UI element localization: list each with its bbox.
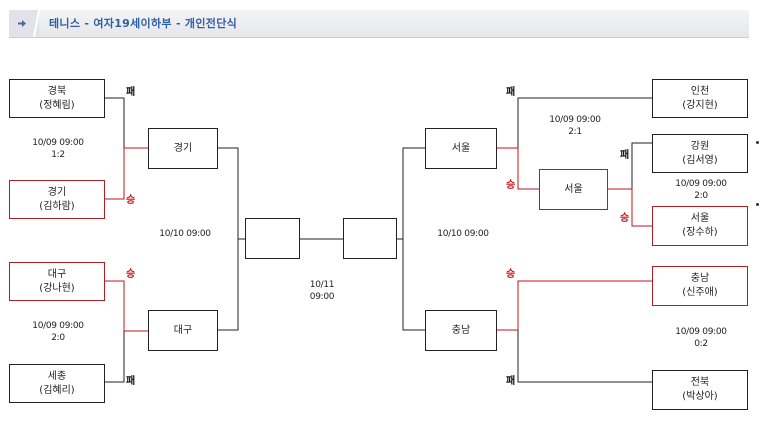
final-box-left[interactable] bbox=[245, 218, 300, 259]
player-box-incheon[interactable]: 인천 (강지현) bbox=[652, 79, 748, 118]
lose-mark: 패 bbox=[506, 376, 516, 387]
final-time: 09:00 bbox=[309, 292, 335, 302]
region-name: 서울 bbox=[564, 183, 583, 195]
bullet-dot bbox=[756, 203, 759, 206]
player-box-gyeonggi[interactable]: 경기 (김하람) bbox=[9, 180, 105, 219]
match-score: 1:2 bbox=[51, 150, 65, 160]
player-name: (강나현) bbox=[39, 282, 75, 294]
win-mark: 승 bbox=[126, 269, 136, 280]
win-mark: 승 bbox=[126, 195, 136, 206]
arrow-right-icon bbox=[9, 10, 40, 37]
player-box-seoul[interactable]: 서울 (장수하) bbox=[652, 206, 748, 246]
win-mark: 승 bbox=[620, 213, 630, 224]
match-info: 10/09 09:00 0:2 bbox=[669, 326, 733, 350]
lose-mark: 패 bbox=[126, 376, 136, 387]
bullet-dot bbox=[756, 141, 759, 144]
semi-date: 10/10 09:00 bbox=[159, 229, 211, 239]
match-date: 10/09 09:00 bbox=[32, 138, 84, 148]
player-name: (김혜리) bbox=[39, 384, 75, 396]
region-name: 대구 bbox=[47, 268, 67, 280]
player-name: (박상아) bbox=[682, 391, 718, 402]
semi-box-chungnam[interactable]: 충남 bbox=[425, 310, 497, 351]
page-title: 테니스 - 여자19세이하부 - 개인전단식 bbox=[49, 17, 238, 30]
semi-box-gyeonggi[interactable]: 경기 bbox=[148, 128, 218, 169]
match-info: 10/09 09:00 2:0 bbox=[26, 320, 90, 344]
match-score: 2:0 bbox=[51, 333, 65, 343]
match-info: 10/09 09:00 1:2 bbox=[26, 137, 90, 161]
section-header: 테니스 - 여자19세이하부 - 개인전단식 bbox=[9, 10, 749, 38]
region-name: 경북 bbox=[47, 85, 67, 97]
player-name: (김하람) bbox=[39, 200, 75, 212]
player-name: (김서영) bbox=[682, 154, 718, 166]
match-score: 2:0 bbox=[694, 191, 708, 201]
match-score: 0:2 bbox=[694, 339, 708, 349]
player-box-daegu[interactable]: 대구 (강나현) bbox=[9, 262, 105, 301]
match-score: 2:1 bbox=[568, 127, 582, 137]
region-name: 강원 bbox=[690, 140, 710, 152]
player-box-jeonbuk[interactable]: 전북 (박상아) bbox=[652, 370, 748, 410]
semi-date: 10/10 09:00 bbox=[437, 229, 489, 239]
player-box-sejong[interactable]: 세종 (김혜리) bbox=[9, 364, 105, 403]
prelim-winner-box-seoul[interactable]: 서울 bbox=[539, 169, 608, 210]
region-name: 충남 bbox=[690, 273, 710, 284]
lose-mark: 패 bbox=[620, 150, 630, 161]
semi-region: 충남 bbox=[451, 324, 471, 336]
lose-mark: 패 bbox=[126, 87, 136, 98]
semi-box-daegu[interactable]: 대구 bbox=[148, 310, 218, 351]
region-name: 세종 bbox=[47, 370, 67, 382]
match-info: 10/09 09:00 2:1 bbox=[543, 114, 607, 138]
player-name: (강지현) bbox=[682, 99, 718, 111]
final-box-right[interactable] bbox=[343, 218, 397, 259]
region-name: 전북 bbox=[690, 377, 710, 388]
region-name: 경기 bbox=[47, 186, 67, 198]
semi-region: 서울 bbox=[451, 142, 471, 154]
final-info: 10/11 09:00 bbox=[296, 279, 348, 303]
win-mark: 승 bbox=[506, 269, 516, 280]
player-box-chungnam[interactable]: 충남 (신주애) bbox=[652, 266, 748, 306]
match-date: 10/09 09:00 bbox=[549, 115, 601, 125]
final-date: 10/11 bbox=[309, 280, 335, 290]
lose-mark: 패 bbox=[506, 87, 516, 98]
match-date: 10/09 09:00 bbox=[675, 327, 727, 337]
semi-region: 대구 bbox=[173, 324, 193, 336]
region-name: 서울 bbox=[690, 213, 710, 224]
match-date: 10/09 09:00 bbox=[675, 179, 727, 189]
match-date: 10/09 09:00 bbox=[32, 321, 84, 331]
region-name: 인천 bbox=[690, 85, 710, 97]
player-box-gyeongbuk[interactable]: 경북 (정혜림) bbox=[9, 79, 105, 118]
match-info: 10/09 09:00 2:0 bbox=[669, 178, 733, 202]
semi-region: 경기 bbox=[173, 142, 193, 154]
player-name: (신주애) bbox=[682, 287, 718, 298]
player-name: (장수하) bbox=[682, 227, 718, 238]
semi-box-seoul[interactable]: 서울 bbox=[425, 128, 497, 169]
win-mark: 승 bbox=[506, 180, 516, 191]
player-box-gangwon[interactable]: 강원 (김서영) bbox=[652, 134, 748, 173]
player-name: (정혜림) bbox=[39, 99, 75, 111]
